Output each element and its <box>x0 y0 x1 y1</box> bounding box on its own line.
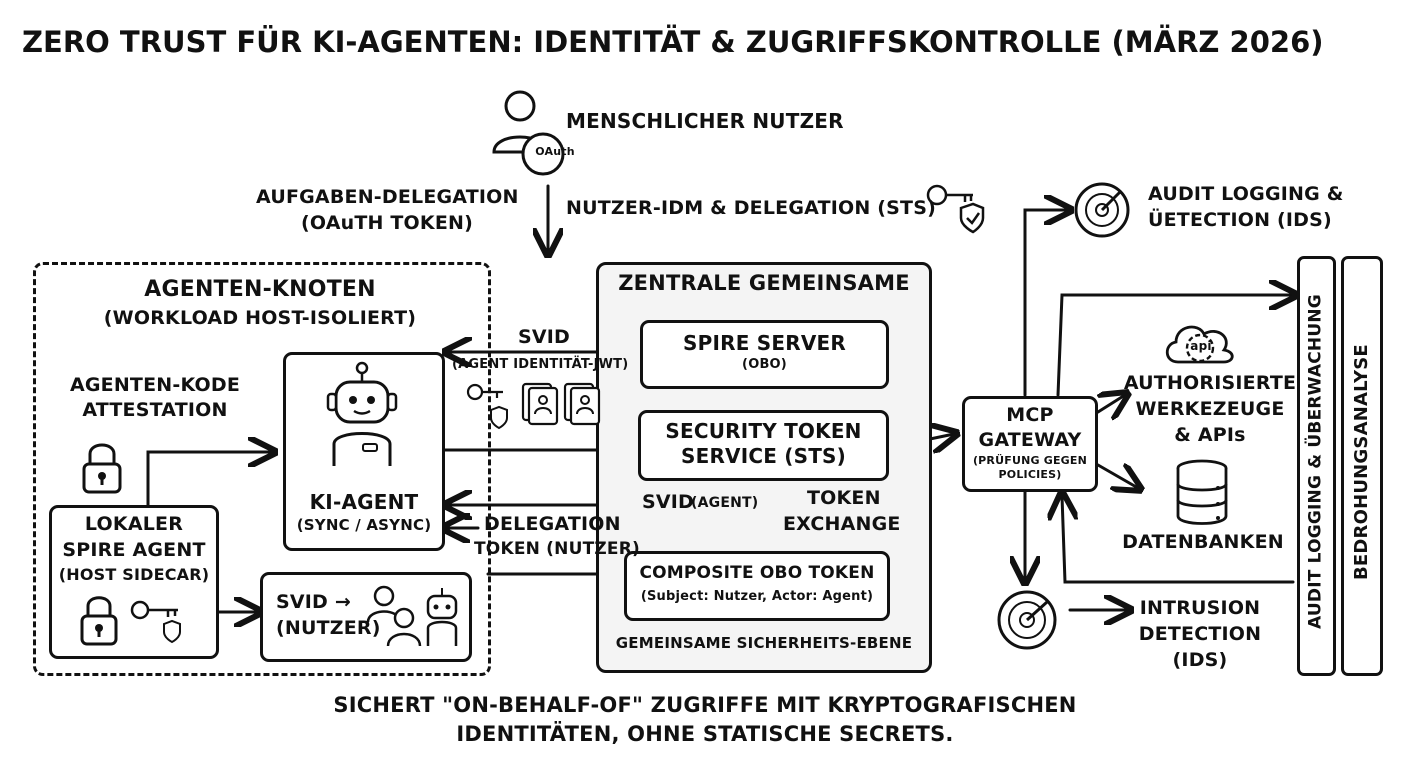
svid-user-line1: SVID → <box>276 591 351 613</box>
threat-panel-label: BEDROHUNGSANALYSE <box>1350 344 1372 581</box>
sts-line1: SECURITY TOKEN <box>665 419 862 443</box>
composite-token-box[interactable] <box>624 551 890 621</box>
agent-node-subtitle: (WORKLOAD HOST-ISOLIERT) <box>103 307 417 329</box>
svid-agent-label: SVID <box>642 491 695 513</box>
composite-sub: (Subject: Nutzer, Actor: Agent) <box>640 589 874 604</box>
databases-label: DATENBANKEN <box>1122 531 1284 553</box>
ids-line3: (IDS) <box>1172 649 1228 671</box>
spire-server-sub: (OBO) <box>742 357 787 372</box>
database-icon <box>1176 459 1228 525</box>
user-robot-icon <box>366 585 458 647</box>
token-exchange-line2: EXCHANGE <box>783 513 901 535</box>
audit-panel-label: AUDIT LOGGING & ÜBERWACHUNG <box>1305 294 1326 629</box>
ki-agent-title: KI-AGENT <box>309 490 419 514</box>
oauth-badge: OAuth <box>535 145 575 158</box>
token-exchange-line1: TOKEN <box>807 487 881 509</box>
agent-node-title: AGENTEN-KNOTEN <box>144 277 376 302</box>
delegation-token-sub: TOKEN (NUTZER) <box>474 539 640 559</box>
lock-key-icon <box>80 596 181 646</box>
mcp-gateway-box[interactable] <box>962 396 1098 492</box>
lock-icon <box>82 443 122 494</box>
svid-top-label: SVID <box>518 326 571 348</box>
delegation-token-label: DELEGATION <box>484 513 621 535</box>
threat-panel[interactable] <box>1341 256 1383 676</box>
radar-icon <box>1074 182 1130 238</box>
tools-line1: AUTHORISIERTE <box>1123 372 1297 394</box>
agent-node-container <box>33 262 491 676</box>
tools-line2: WERKEZEUGE <box>1135 398 1285 420</box>
central-title: ZENTRALE GEMEINSAME <box>618 271 910 295</box>
api-cloud-gear-icon <box>1165 325 1234 364</box>
composite-title: COMPOSITE OBO TOKEN <box>639 563 875 583</box>
api-badge: api <box>1190 339 1212 353</box>
gateway-line1: MCP <box>1006 404 1054 426</box>
robot-icon <box>326 361 398 466</box>
arrow-gateway-to-panel <box>1056 295 1293 397</box>
spire-server-title: SPIRE SERVER <box>683 331 846 355</box>
gateway-line2: GATEWAY <box>978 429 1082 451</box>
audit-panel[interactable] <box>1297 256 1336 676</box>
arrow-panel-to-gateway <box>1062 496 1295 584</box>
spire-agent-line3: (HOST SIDECAR) <box>58 565 210 584</box>
audit-top-label-2: ÜETECTION (IDS) <box>1148 209 1332 231</box>
audit-top-label-1: AUDIT LOGGING & <box>1148 183 1344 205</box>
arrow-gateway-to-tools <box>1096 395 1125 412</box>
user-idm-label: NUTZER-IDM & DELEGATION (STS) <box>566 197 936 219</box>
spire-agent-line1: LOKALER <box>84 513 184 535</box>
attestation-label-1: AGENTEN-KODE <box>69 374 241 396</box>
svid-agent-sub: (AGENT) <box>691 495 759 511</box>
page-title: ZERO TRUST FÜR KI-AGENTEN: IDENTITÄT & Z… <box>22 25 1324 59</box>
ids-line2: DETECTION <box>1138 623 1262 645</box>
svid-top-sub: (AGENT IDENTITÄT-JWT) <box>452 357 629 372</box>
gateway-sub2: POLICIES) <box>998 468 1062 481</box>
arrow-gateway-to-db <box>1096 465 1138 488</box>
footer-line2: IDENTITÄTEN, OHNE STATISCHE SECRETS. <box>456 722 954 746</box>
attestation-label-2: ATTESTATION <box>82 399 228 421</box>
tools-line3: & APIs <box>1174 424 1246 446</box>
ids-radar-icon <box>997 590 1057 650</box>
delegation-label-2: (OAuTH TOKEN) <box>300 212 474 234</box>
ki-agent-sub: (SYNC / ASYNC) <box>296 516 432 534</box>
spire-agent-line2: SPIRE AGENT <box>62 539 206 561</box>
credential-docs-icon <box>466 382 601 430</box>
user-icon <box>492 90 565 176</box>
footer-line1: SICHERT "ON-BEHALF-OF" ZUGRIFFE MIT KRYP… <box>333 693 1077 717</box>
spire-server-box[interactable] <box>640 320 889 389</box>
sts-box[interactable] <box>638 410 889 481</box>
central-footer: GEMEINSAME SICHERHEITS-EBENE <box>615 634 913 652</box>
sts-line2: SERVICE (STS) <box>680 444 847 468</box>
ids-line1: INTRUSION <box>1139 597 1261 619</box>
key-shield-icon <box>926 184 985 234</box>
delegation-label-1: AUFGABEN-DELEGATION <box>256 186 519 208</box>
arrow-gateway-to-audit <box>1023 210 1068 397</box>
svid-user-line2: (NUTZER) <box>276 617 381 639</box>
gateway-sub1: (PRÜFUNG GEGEN <box>972 454 1088 467</box>
user-label: MENSCHLICHER NUTZER <box>566 109 844 133</box>
arrow-attestation <box>146 452 272 507</box>
spire-agent-box[interactable] <box>49 505 219 659</box>
